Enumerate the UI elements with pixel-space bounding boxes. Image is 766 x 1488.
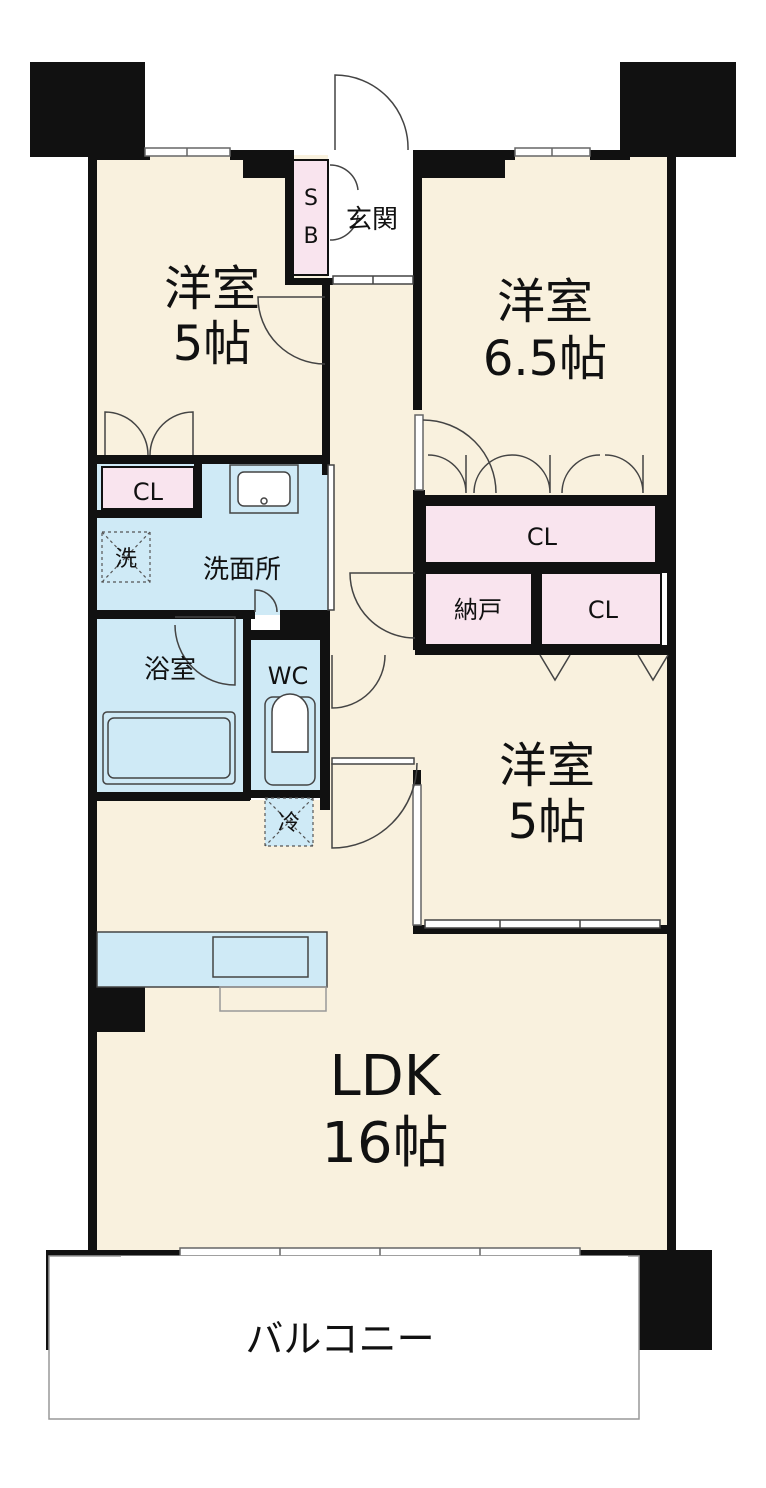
- ldk-name: LDK: [329, 1044, 441, 1109]
- fridge-label: 冷: [278, 811, 300, 836]
- south-bedroom-size: 5帖: [508, 794, 587, 850]
- closet-south-label: CL: [588, 596, 619, 624]
- floor-east-bedroom: [420, 155, 670, 500]
- washer-label: 洗: [115, 547, 137, 572]
- shoe-box-label-b: B: [303, 224, 318, 249]
- closet-west-label: CL: [133, 478, 164, 506]
- balcony-label: バルコニー: [245, 1317, 434, 1361]
- east-bedroom-name: 洋室: [497, 274, 593, 330]
- floor-entrance: [328, 155, 418, 280]
- bathroom-label: 浴室: [144, 655, 196, 685]
- west-bedroom-size: 5帖: [173, 316, 252, 372]
- washroom-label: 洗面所: [203, 555, 281, 585]
- closet-east-label: CL: [527, 523, 558, 551]
- storage-label: 納戸: [454, 596, 502, 624]
- east-bedroom-size: 6.5帖: [483, 331, 607, 387]
- doors: [104, 74, 669, 929]
- appliance-spaces: [101, 531, 314, 847]
- shoe-box-fill: [292, 159, 329, 276]
- toilet-label: WC: [268, 662, 309, 690]
- closet-west-fill: [101, 466, 195, 510]
- west-bedroom-name: 洋室: [164, 261, 260, 317]
- ldk-size: 16帖: [321, 1111, 448, 1176]
- fixtures: [96, 464, 328, 1012]
- balcony: [48, 1255, 640, 1420]
- entrance-label: 玄関: [346, 205, 398, 235]
- walls: [30, 62, 736, 1350]
- shoe-box-label-s: S: [304, 186, 318, 211]
- closet-east-fill: [424, 504, 661, 564]
- floor-ldk: [95, 800, 670, 1252]
- south-bedroom-name: 洋室: [499, 738, 595, 794]
